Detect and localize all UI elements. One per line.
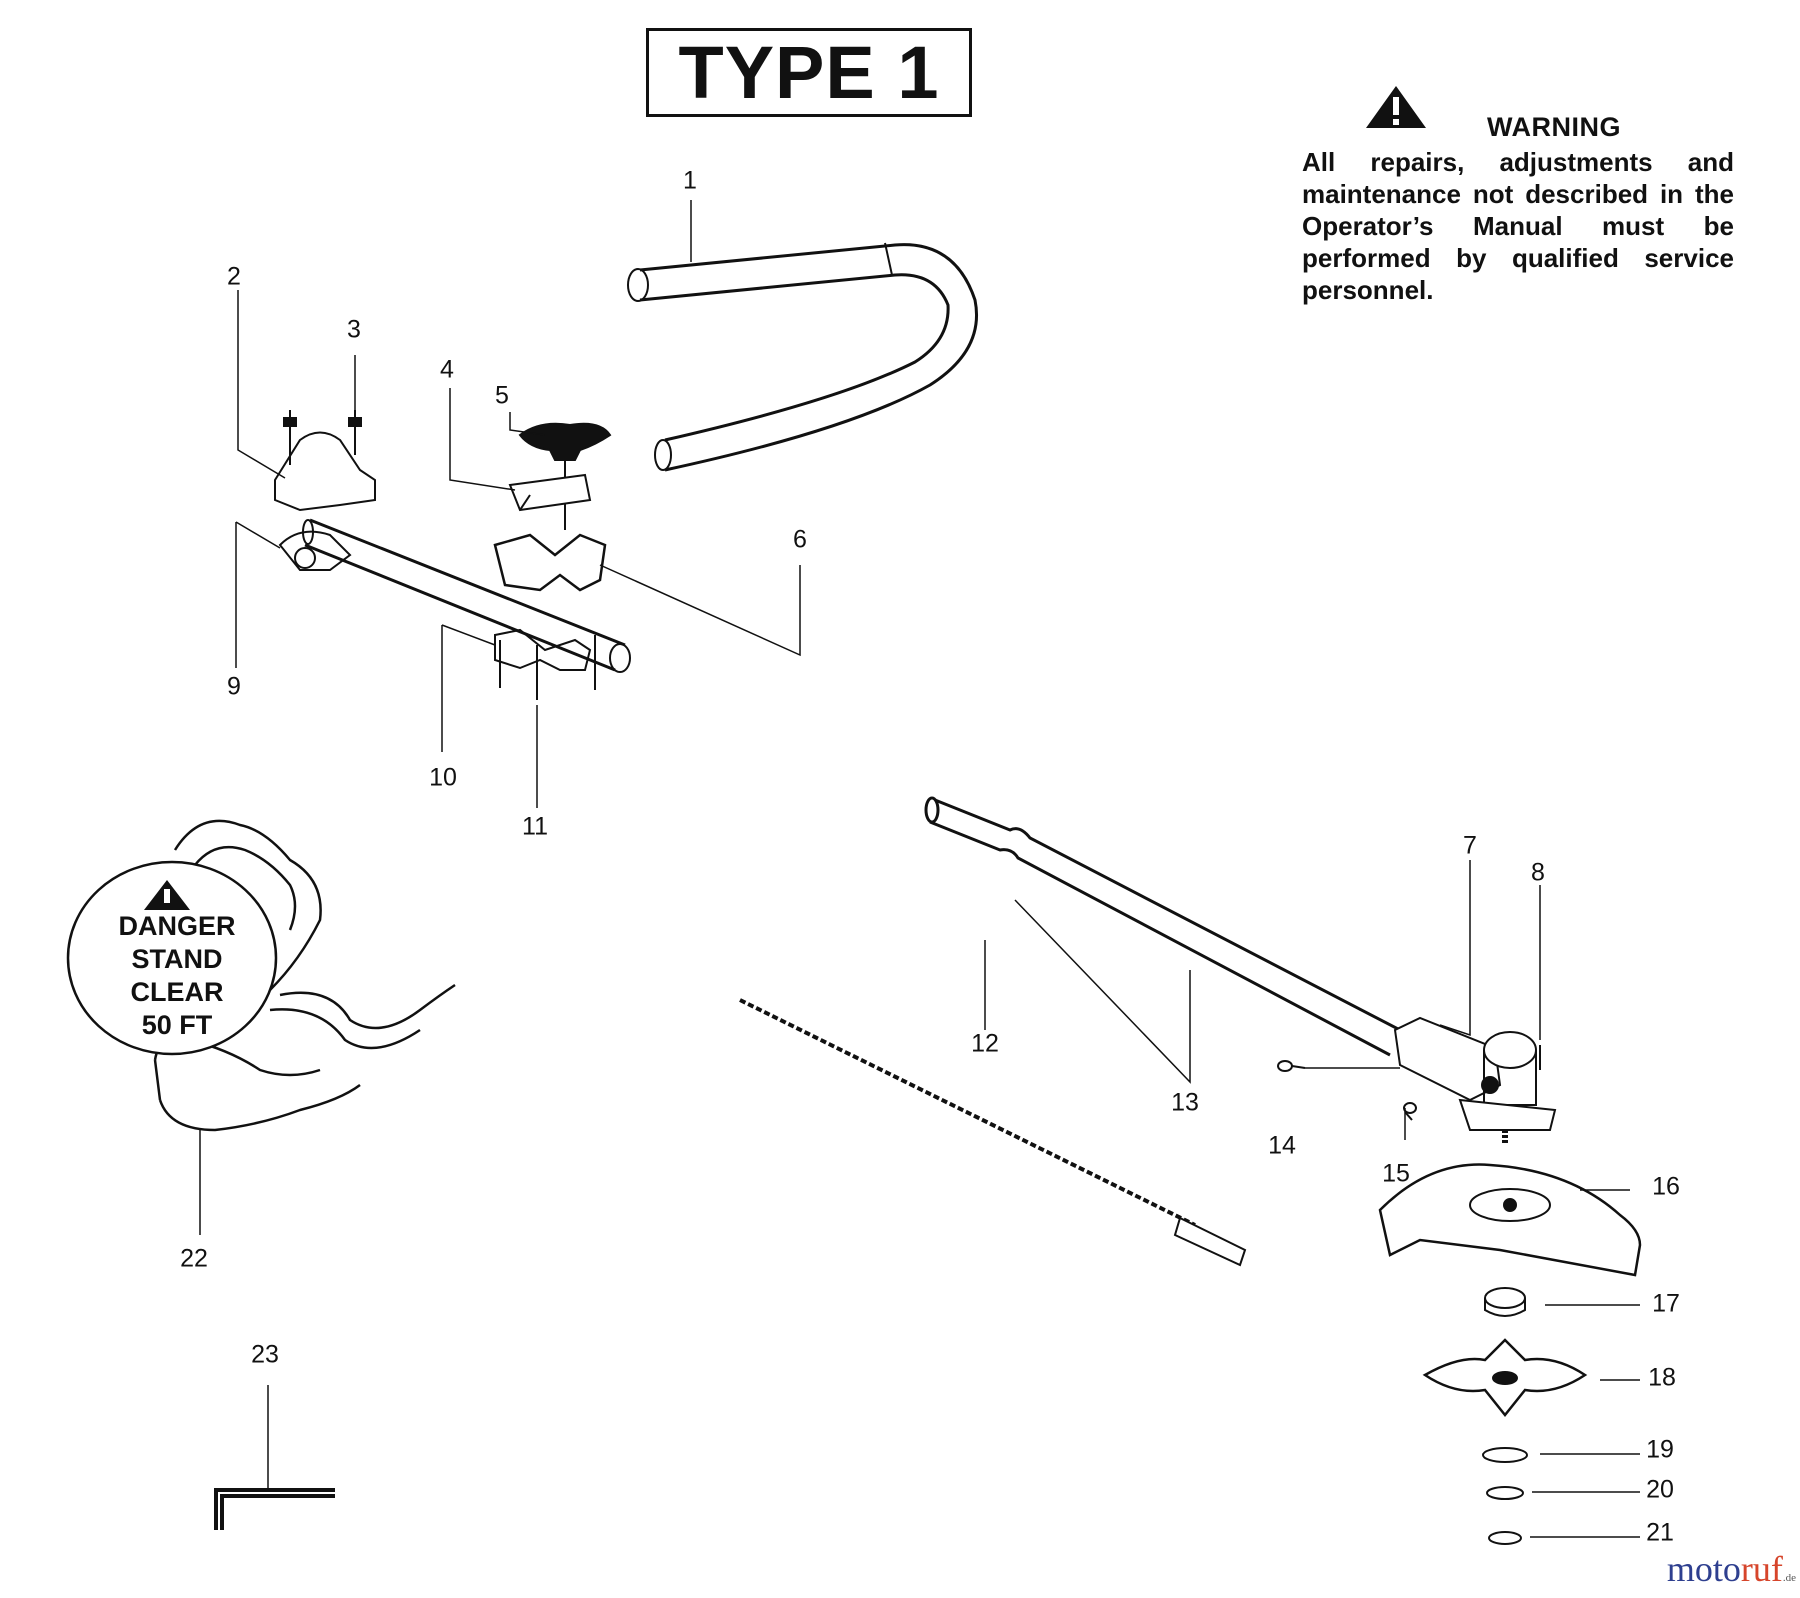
upper-clamp-part: [274, 410, 376, 512]
cutting-blade-part: [1422, 1338, 1588, 1418]
danger-label-text: DANGER STAND CLEAR 50 FT: [82, 910, 272, 1042]
callout-16: 16: [1652, 1172, 1680, 1201]
lower-small-clamp-part: [278, 530, 352, 571]
watermark-suffix: .de: [1782, 1572, 1796, 1584]
callout-6: 6: [793, 525, 807, 554]
drive-cable-part: [739, 998, 1247, 1267]
handle-bar-part: [627, 242, 978, 472]
callout-9: 9: [227, 672, 241, 701]
warning-triangle-icon: [1366, 86, 1426, 128]
callout-4: 4: [440, 355, 454, 384]
danger-line-1: DANGER: [118, 911, 236, 941]
clamp-jaw-part: [508, 473, 592, 512]
watermark-part-2: ruf: [1740, 1549, 1783, 1589]
gear-head-screws-part: [1277, 1060, 1417, 1121]
lower-clamp-part: [494, 628, 592, 671]
blade-nut-part: [1484, 1287, 1526, 1317]
leader-lines: [199, 200, 1640, 1538]
warning-text: All repairs, adjustments and maintenance…: [1302, 147, 1734, 305]
danger-label-part: [66, 860, 278, 1056]
callout-20: 20: [1646, 1475, 1674, 1504]
danger-line-3: CLEAR: [130, 977, 224, 1007]
callout-5: 5: [495, 381, 509, 410]
clamp-bracket-part: [493, 533, 607, 592]
callout-1: 1: [683, 166, 697, 195]
callout-15: 15: [1382, 1159, 1410, 1188]
washers-part: [1482, 1447, 1528, 1545]
hex-key-part: [214, 1488, 335, 1530]
drive-shaft-part: [924, 796, 1401, 1057]
warning-heading: WARNING: [1487, 112, 1621, 142]
callout-8: 8: [1531, 858, 1545, 887]
callout-13: 13: [1171, 1088, 1199, 1117]
danger-line-4: 50 FT: [141, 1010, 213, 1040]
callout-22: 22: [180, 1244, 208, 1273]
gear-head-part: [1393, 1016, 1557, 1145]
diagram-title: TYPE 1: [646, 28, 972, 117]
danger-triangle-icon: [144, 880, 190, 910]
callout-17: 17: [1652, 1289, 1680, 1318]
warning-notice: WARNING All repairs, adjustments and mai…: [1302, 84, 1734, 306]
callout-12: 12: [971, 1029, 999, 1058]
watermark-part-1: moto: [1666, 1549, 1741, 1589]
callout-23: 23: [251, 1340, 279, 1369]
callout-21: 21: [1646, 1518, 1674, 1547]
callout-11: 11: [522, 812, 548, 841]
callout-3: 3: [347, 315, 361, 344]
callout-19: 19: [1646, 1435, 1674, 1464]
danger-line-2: STAND: [131, 944, 223, 974]
callout-10: 10: [429, 763, 457, 792]
blade-guard-part: [1378, 1163, 1642, 1277]
handle-tube-part: [302, 518, 631, 673]
screws-part: [499, 635, 596, 700]
watermark-logo: motoruf.de: [1667, 1548, 1796, 1590]
callout-14: 14: [1268, 1131, 1296, 1160]
callout-2: 2: [227, 262, 241, 291]
callout-7: 7: [1463, 831, 1477, 860]
callout-18: 18: [1648, 1363, 1676, 1392]
